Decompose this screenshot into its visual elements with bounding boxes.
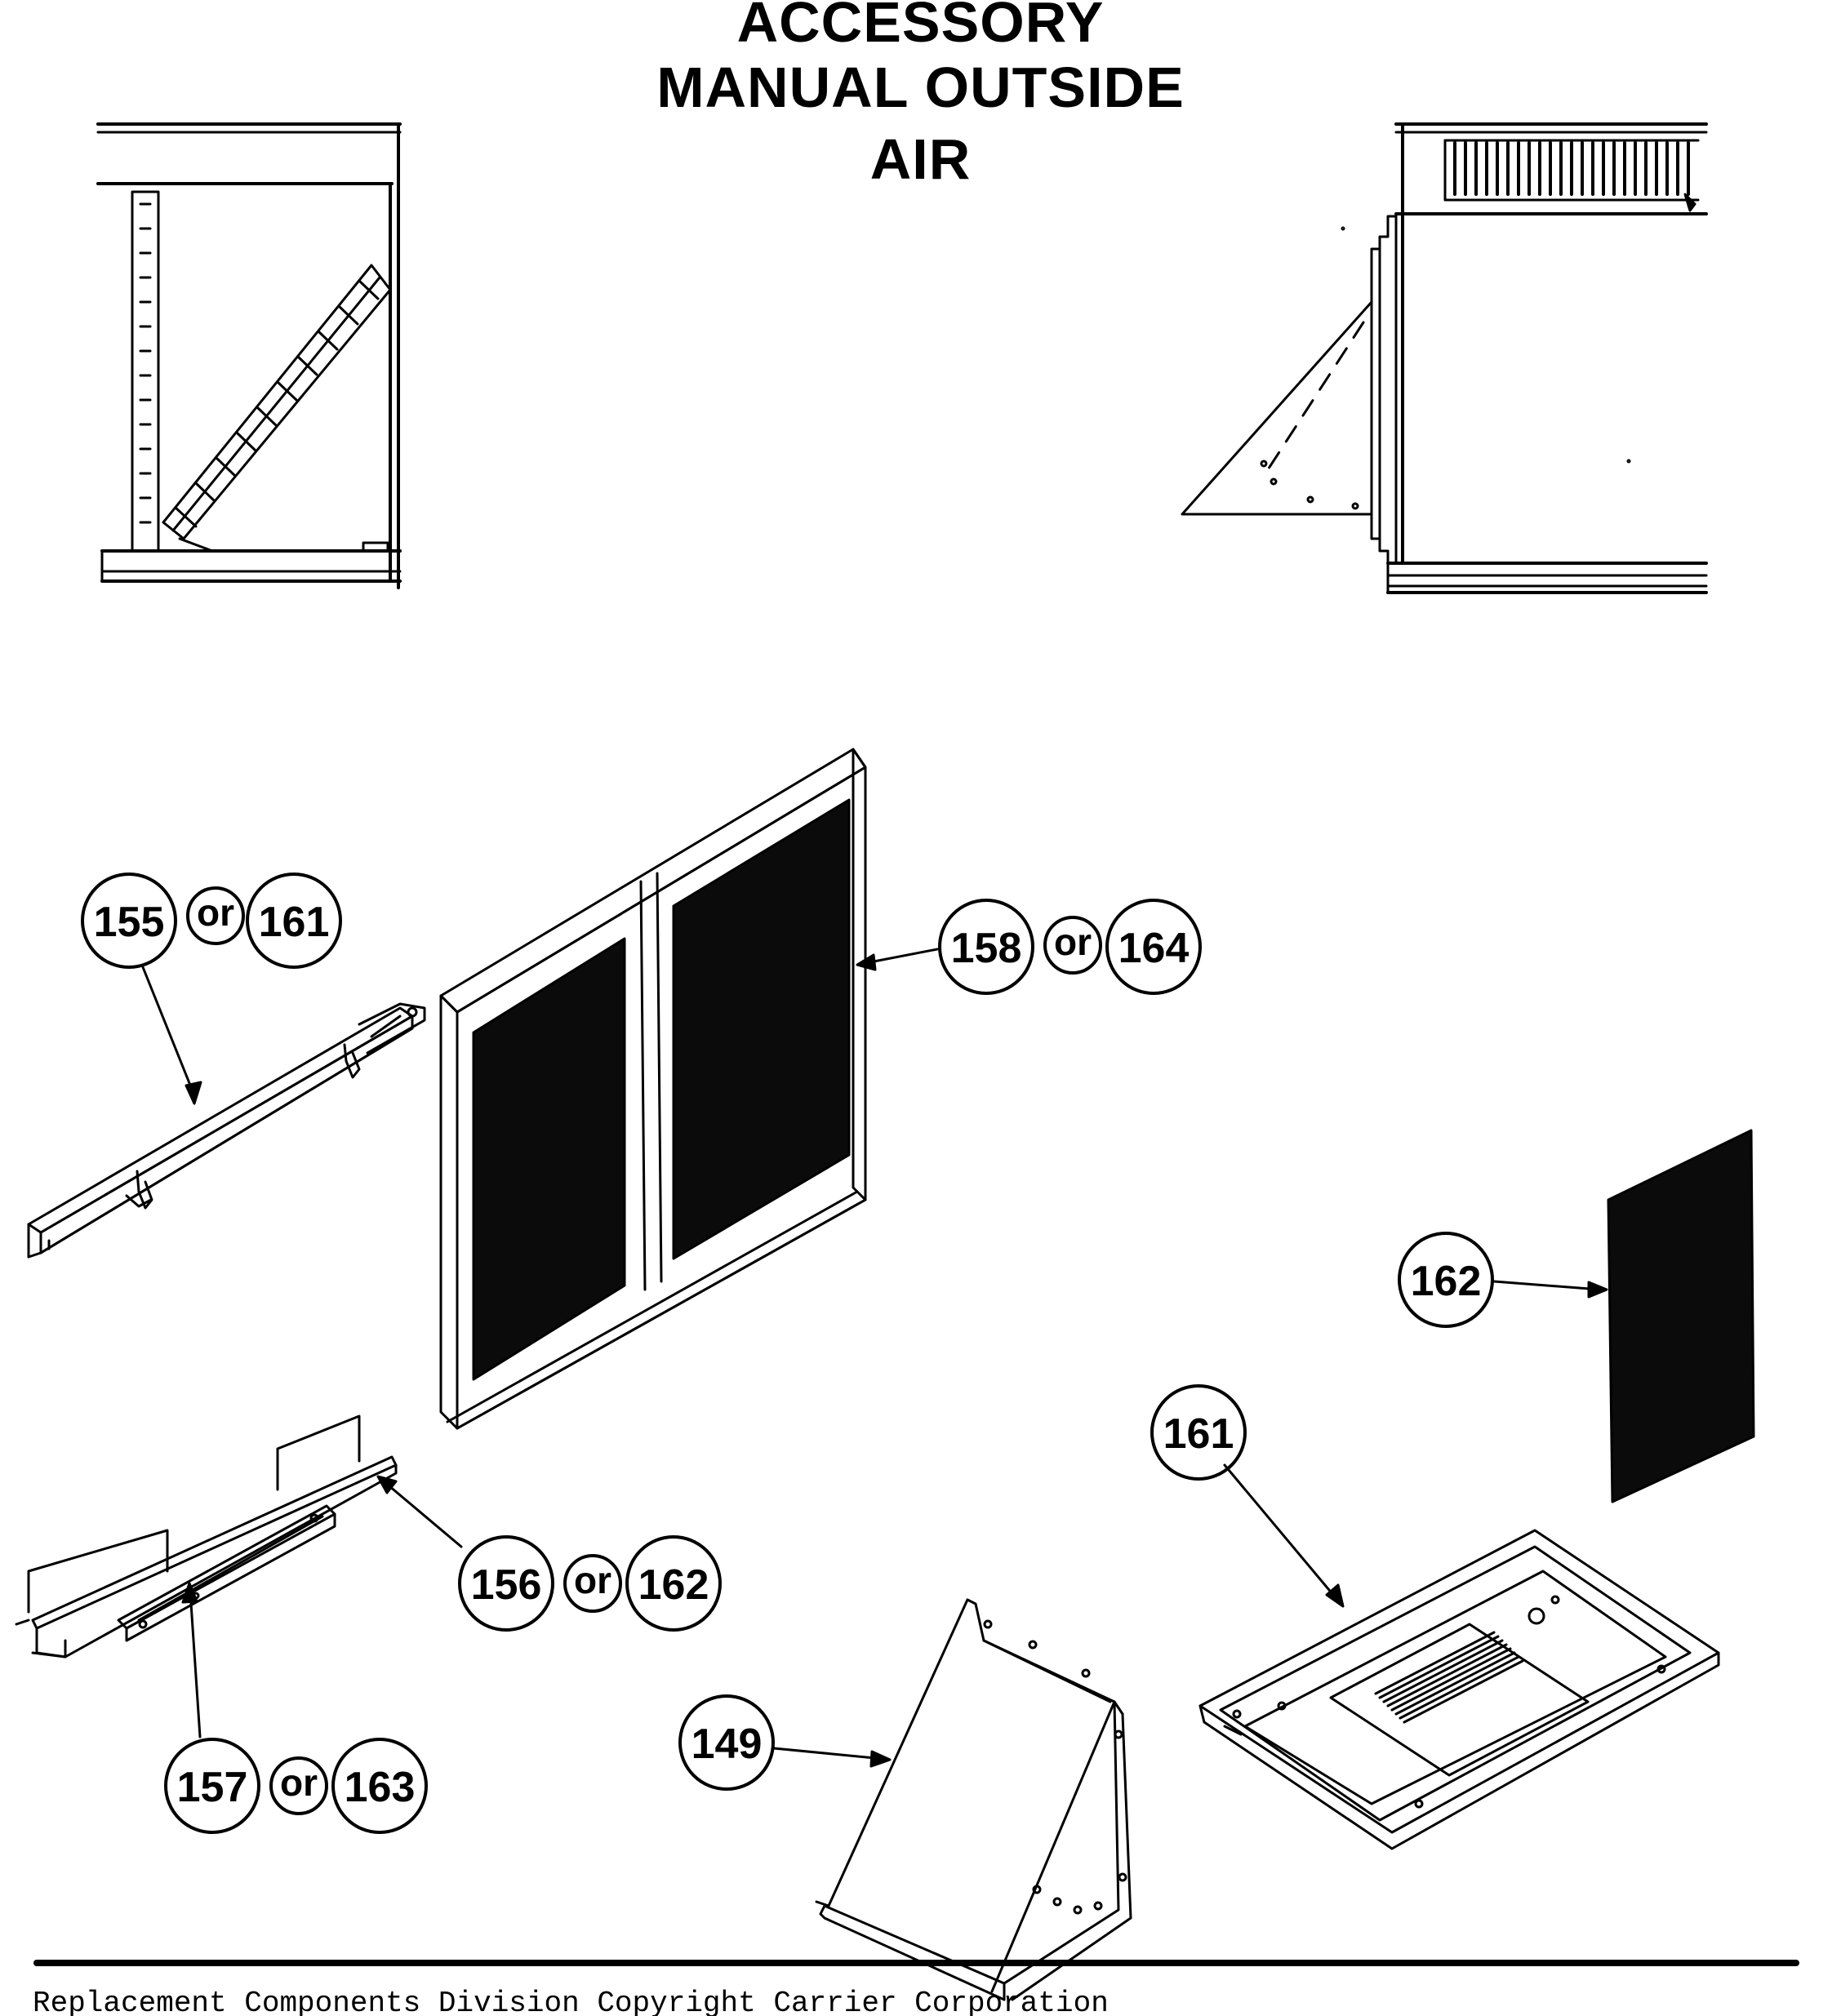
title-line-2: MANUAL OUTSIDE [656, 56, 1185, 119]
callout-or-4: or [280, 1761, 318, 1804]
title-line-1: ACCESSORY [736, 0, 1105, 54]
callout-circles [81, 873, 1494, 1834]
callout-or-1: or [197, 891, 234, 934]
callout-156: 156 [471, 1561, 542, 1609]
callout-163: 163 [345, 1764, 416, 1811]
callout-161-top: 161 [259, 899, 330, 946]
callout-149: 149 [691, 1721, 763, 1768]
filter-frame [439, 748, 867, 1430]
support-rail-top [27, 1002, 426, 1259]
callout-157: 157 [177, 1764, 248, 1811]
callout-or-3: or [574, 1559, 611, 1601]
callout-164: 164 [1118, 925, 1190, 972]
leader-lines [141, 948, 1608, 1768]
louver-marks [139, 202, 152, 524]
outdoor-air-hood [815, 1598, 1132, 2001]
footer-copyright: Replacement Components Division Copyrigh… [33, 1987, 1109, 2016]
title-line-3: AIR [869, 127, 972, 191]
support-rail-bottom [15, 1414, 398, 1659]
unit-side-view-right [1181, 122, 1708, 594]
damper-blade-hatch [171, 276, 381, 532]
callout-162-sheet: 162 [1411, 1258, 1482, 1305]
louver-vents [1453, 141, 1690, 196]
unit-side-view-left [96, 122, 402, 589]
callout-161-panel: 161 [1163, 1410, 1234, 1458]
access-panel [1198, 1529, 1720, 1850]
filter-media-sheet [1607, 1129, 1755, 1503]
callout-162-rail: 162 [638, 1561, 709, 1609]
callout-155: 155 [94, 899, 165, 946]
callout-or-2: or [1054, 921, 1092, 963]
callout-158: 158 [951, 925, 1022, 972]
